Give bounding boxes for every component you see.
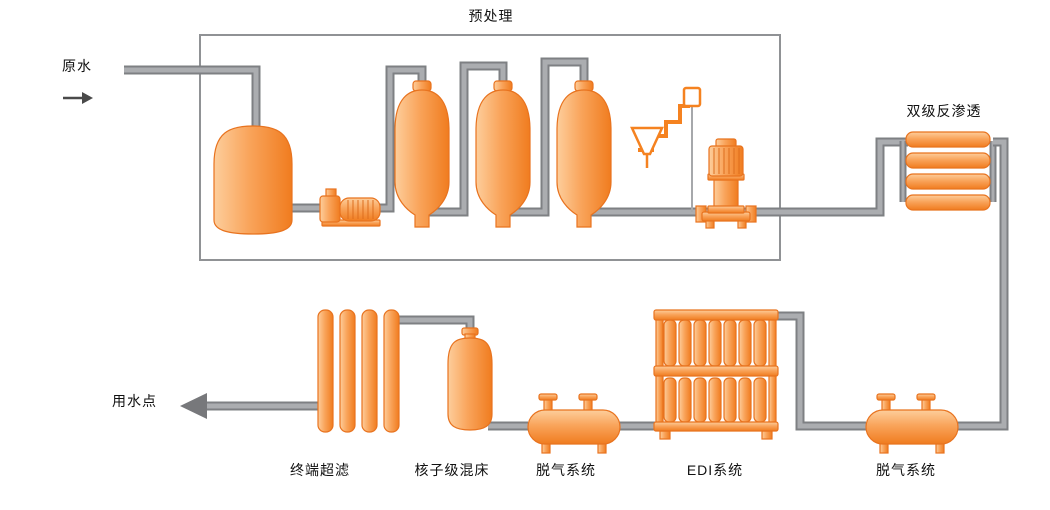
terminal-uf-label: 终端超滤 (290, 462, 350, 478)
booster-pump (695, 138, 757, 229)
pipe-degasser-to-edi (774, 311, 866, 431)
raw-water-tank (213, 125, 293, 235)
pretreatment-boundary (199, 34, 781, 261)
degasser-left (527, 393, 621, 454)
inlet-arrow-icon (63, 92, 93, 104)
edi-label: EDI系统 (686, 462, 744, 478)
degasser-left-label: 脱气系统 (536, 462, 596, 478)
ro-membrane-stack (905, 131, 991, 211)
feed-pump (319, 188, 381, 227)
ultrafiltration-stack (317, 309, 400, 433)
pipe-vessel-3-to-ro (584, 137, 908, 217)
pipe-vessel-2-to-3 (503, 57, 589, 217)
pipe-vessel-1-to-2 (422, 61, 508, 217)
outlet-arrow-icon (180, 393, 207, 419)
filter-vessel-2 (475, 80, 531, 228)
use-point-label: 用水点 (112, 393, 157, 409)
mixed-bed-tank (447, 327, 493, 431)
filter-vessel-3 (556, 80, 612, 228)
dosing-unit (630, 86, 702, 168)
pretreatment-label: 预处理 (468, 8, 514, 24)
degasser-right (865, 393, 959, 454)
edi-module (653, 309, 779, 440)
filter-vessel-1 (394, 80, 450, 228)
pipe-raw-water-inlet (124, 65, 261, 142)
pipe-ro-to-degasser (956, 137, 1009, 431)
mixed-bed-label: 核子级混床 (414, 462, 490, 478)
raw-water-label: 原水 (62, 58, 92, 74)
pipe-pump-to-vessel-1 (376, 65, 427, 213)
degasser-right-label: 脱气系统 (876, 462, 936, 478)
ro-label: 双级反渗透 (906, 103, 982, 119)
